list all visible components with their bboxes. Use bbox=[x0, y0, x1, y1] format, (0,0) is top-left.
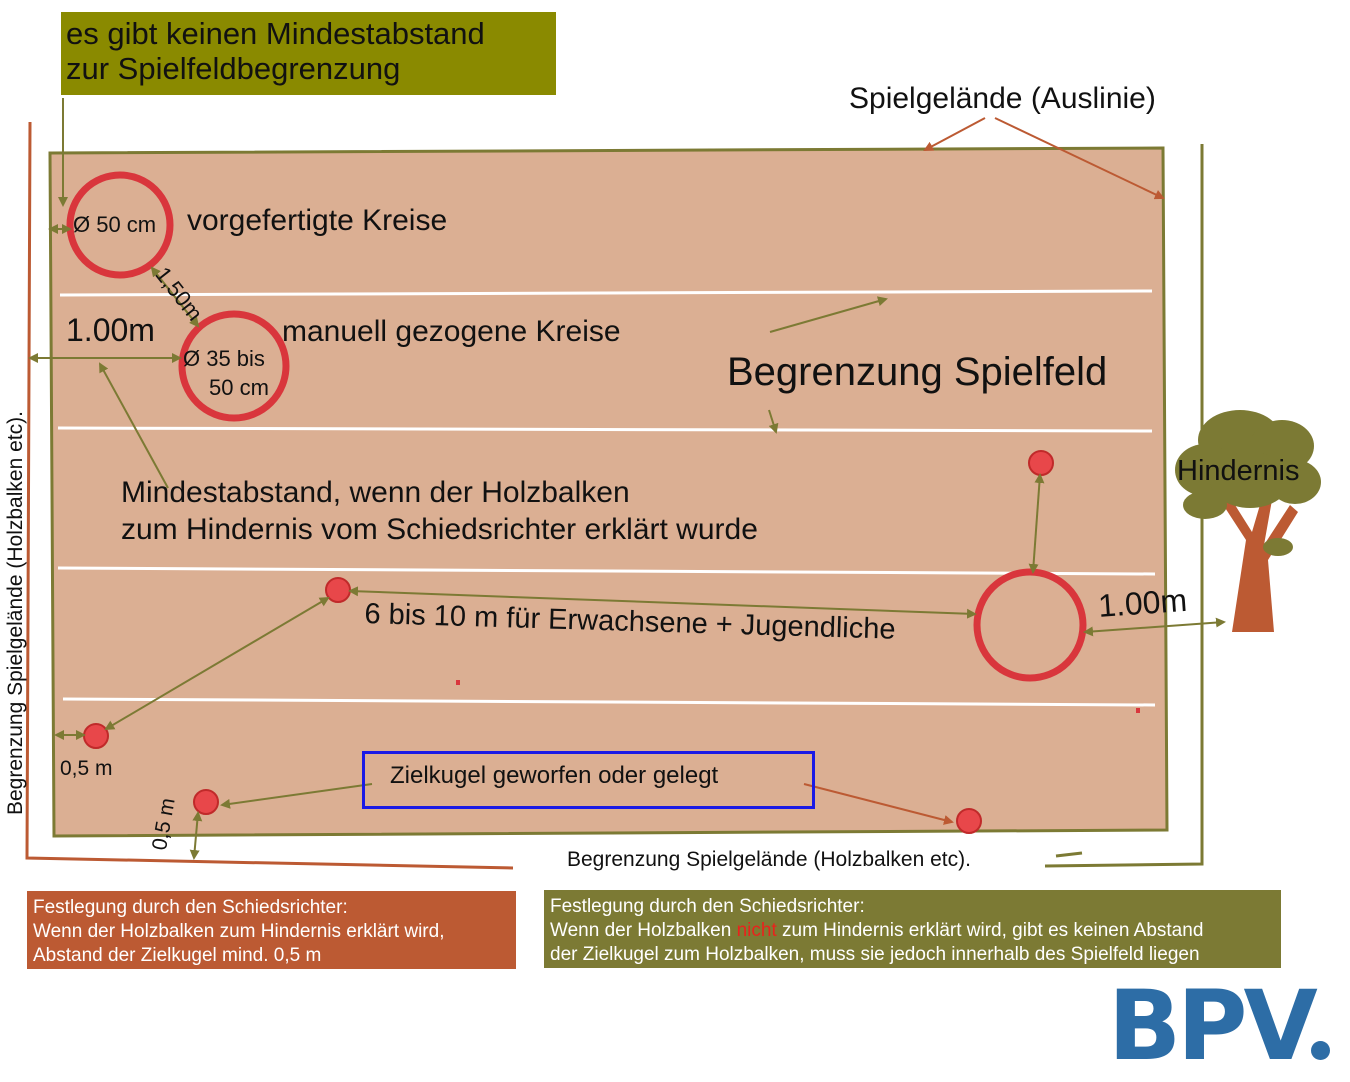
circle-35-line2: 50 cm bbox=[209, 375, 269, 400]
note-referee-olive: Festlegung durch den Schiedsrichter: Wen… bbox=[544, 890, 1281, 968]
boundary-tick bbox=[1055, 851, 1083, 858]
red-speck bbox=[1136, 708, 1140, 713]
note-orange-line1: Festlegung durch den Schiedsrichter: bbox=[33, 897, 348, 918]
mindestabstand-line2: zum Hindernis vom Schiedsrichter erklärt… bbox=[121, 513, 758, 546]
arrow-100-right bbox=[1083, 617, 1226, 637]
zielkugel-label: Zielkugel geworfen oder gelegt bbox=[390, 762, 719, 789]
bottom-boundary-label: Begrenzung Spielgelände (Holzbalken etc)… bbox=[567, 848, 971, 871]
circle-50-label: Ø 50 cm bbox=[73, 212, 157, 237]
note-referee-orange: Festlegung durch den Schiedsrichter: Wen… bbox=[27, 891, 516, 969]
lane-line bbox=[57, 426, 1153, 433]
outer-boundary-orange bbox=[25, 121, 514, 870]
note-olive-line2-post: zum Hindernis erklärt wird, gibt es kein… bbox=[776, 920, 1204, 941]
circle-35-line1: Ø 35 bis bbox=[183, 346, 265, 371]
target-ball bbox=[1028, 450, 1054, 476]
note-olive-line2-pre: Wenn der Holzbalken bbox=[550, 920, 737, 941]
manual-circles-label: manuell gezogene Kreise bbox=[282, 315, 621, 348]
note-olive-line3: der Zielkugel zum Holzbalken, muss sie j… bbox=[550, 944, 1200, 965]
tree-icon bbox=[1175, 410, 1321, 632]
bpv-logo: BPV bbox=[1108, 970, 1318, 1082]
arrow-begrenzung-down bbox=[768, 409, 779, 434]
target-balls bbox=[83, 450, 1054, 834]
mindestabstand-line1: Mindestabstand, wenn der Holzbalken bbox=[121, 476, 630, 509]
begrenzung-spielfeld-label: Begrenzung Spielfeld bbox=[727, 350, 1108, 394]
outer-boundary-olive bbox=[1044, 144, 1204, 868]
arrow-throw-distance bbox=[348, 586, 977, 619]
dist-05-a-label: 0,5 m bbox=[60, 757, 113, 780]
zielkugel-box bbox=[362, 751, 815, 809]
target-ball bbox=[193, 789, 219, 815]
note-olive-nicht: nicht bbox=[736, 920, 777, 941]
dot-icon bbox=[1311, 1041, 1330, 1060]
manual-circle bbox=[178, 310, 290, 422]
arrow-vertical-ball bbox=[1028, 473, 1045, 574]
arrow-zielkugel-right bbox=[803, 783, 954, 825]
note-orange-line3: Abstand der Zielkugel mind. 0,5 m bbox=[33, 945, 322, 966]
hindernis-label: Hindernis bbox=[1177, 455, 1300, 487]
prefab-circles-label: vorgefertigte Kreise bbox=[187, 204, 448, 237]
left-boundary-label: Begrenzung Spielgelände (Holzbalken etc)… bbox=[4, 411, 27, 815]
lane-line bbox=[59, 289, 1153, 297]
spielgelaende-label: Spielgelände (Auslinie) bbox=[849, 82, 1156, 115]
dist-100-right-label: 1.00m bbox=[1097, 581, 1189, 624]
arrow-mindestabstand bbox=[99, 362, 169, 489]
dist-100-left-label: 1.00m bbox=[66, 312, 155, 348]
arrow-150 bbox=[150, 266, 200, 328]
arrow-spielgelaende-1 bbox=[923, 117, 986, 151]
target-ball bbox=[956, 808, 982, 834]
arrow-05-vertical bbox=[189, 811, 203, 860]
red-speck bbox=[456, 680, 460, 685]
note-orange-line2: Wenn der Holzbalken zum Hindernis erklär… bbox=[33, 921, 445, 942]
target-ball bbox=[83, 723, 109, 749]
lane-line bbox=[57, 566, 1156, 576]
top-note-line2: zur Spielfeldbegrenzung bbox=[66, 51, 401, 86]
arrow-ball-diagonal bbox=[104, 596, 330, 731]
target-ball bbox=[325, 577, 351, 603]
arrow-spielgelaende-2 bbox=[994, 117, 1165, 200]
top-note: es gibt keinen Mindestabstand zur Spielf… bbox=[61, 12, 556, 95]
arrow-zielkugel-left bbox=[220, 783, 373, 809]
top-note-line1: es gibt keinen Mindestabstand bbox=[66, 16, 485, 51]
note-olive-line1: Festlegung durch den Schiedsrichter: bbox=[550, 896, 865, 917]
arrow-begrenzung-up bbox=[769, 296, 888, 333]
note-olive-line2: Wenn der Holzbalken nicht zum Hindernis … bbox=[550, 919, 1275, 943]
